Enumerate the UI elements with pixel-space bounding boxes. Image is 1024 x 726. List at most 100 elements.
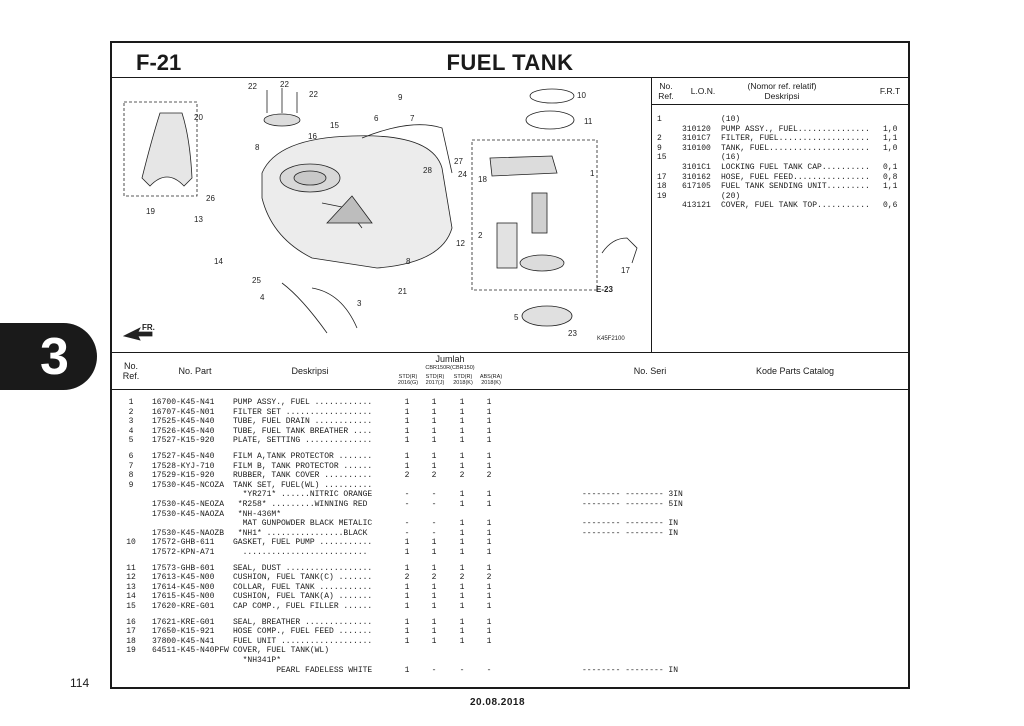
callout-3: 3	[357, 299, 362, 308]
cell-qty-2: 1	[431, 592, 437, 602]
ref-cell-desc: COVER, FUEL TANK TOP...........	[721, 201, 870, 211]
cell-qty-4: 1	[486, 582, 492, 592]
cell-qty-1: 1	[404, 563, 410, 573]
cover-group-box	[123, 101, 198, 197]
cell-qty-3: 1	[459, 582, 465, 592]
cell-qty-3: 1	[459, 519, 465, 529]
cell-qty-1: 1	[404, 407, 410, 417]
ref-cell-no: 17	[657, 172, 667, 182]
cell-no-seri: -------- -------- 5IN	[582, 500, 683, 509]
callout-28: 28	[423, 166, 432, 175]
ref-cell-frt: 1,0	[883, 124, 898, 134]
cell-description: *NH341P*	[233, 656, 282, 665]
ref-cell-no: 19	[657, 191, 667, 201]
cell-part-number: 17530-K45-NCOZA	[152, 480, 225, 490]
page-number: 114	[70, 676, 90, 690]
cell-qty-1: -	[404, 500, 410, 509]
cell-description: SEAL, DUST ..................	[233, 563, 373, 573]
cell-qty-2: 1	[431, 627, 437, 637]
cell-description: FILM A,TANK PROTECTOR .......	[233, 452, 373, 461]
cell-qty-3: 1	[459, 500, 465, 509]
fuel-pump	[531, 192, 548, 234]
cell-qty-2: 1	[431, 452, 437, 461]
cell-description: MAT GUNPOWDER BLACK METALIC	[233, 519, 373, 529]
parts-head-jumlah-sub: CBR150R(CBR150)	[425, 365, 475, 371]
cell-qty-4: 1	[486, 592, 492, 602]
ref-cell-frt: 0,6	[883, 201, 898, 211]
callout-6: 6	[374, 114, 379, 123]
fuel-pump-box	[471, 139, 598, 291]
cell-no-seri: -------- -------- 3IN	[582, 490, 683, 500]
cell-qty-4: 1	[486, 627, 492, 637]
cell-qty-3: 1	[459, 417, 465, 427]
callout-7: 7	[410, 114, 415, 123]
cell-qty-3: 1	[459, 602, 465, 611]
cell-qty-1: 1	[404, 548, 410, 557]
cell-part-number: 17529-K15-920	[152, 471, 215, 481]
cell-no-ref: 4	[128, 426, 134, 436]
cell-qty-3: 1	[459, 436, 465, 446]
gasket-fuel-pump	[529, 88, 575, 104]
cell-qty-4: 1	[486, 602, 492, 611]
cell-qty-4: 1	[486, 407, 492, 417]
cell-description: FUEL UNIT ...................	[233, 636, 373, 646]
cell-qty-4: 1	[486, 617, 492, 627]
exploded-diagram: 22 22 22 16 15 9 6 7 10 11 20 8 27 24 28…	[122, 80, 638, 342]
front-arrow-label: FR.	[142, 323, 155, 332]
ref-head-no: No. Ref.	[658, 81, 674, 101]
cell-description: HOSE COMP., FUEL FEED .......	[233, 627, 373, 637]
cell-qty-1: 1	[404, 592, 410, 602]
ref-row: 1(10)	[655, 115, 905, 124]
fuel-filter	[496, 222, 518, 269]
ref-row: 413121 COVER, FUEL TANK TOP........... 0,6	[655, 201, 905, 210]
table-row: 17572-KPN-A71 ..........................…	[116, 548, 896, 557]
cell-qty-1: 1	[404, 436, 410, 446]
parts-head-q4: ABS(RA) 2018(K)	[479, 374, 503, 386]
ref-cell-no: 2	[657, 134, 662, 144]
ref-cell-desc: LOCKING FUEL TANK CAP..........	[721, 163, 870, 172]
ref-cell-lon: 413121	[682, 201, 711, 211]
cell-qty-4: 1	[486, 426, 492, 436]
ref-cell-no: 18	[657, 182, 667, 192]
cell-qty-2: 1	[431, 636, 437, 646]
cell-no-ref: 10	[126, 538, 136, 548]
cell-description: TUBE, FUEL DRAIN ............	[233, 417, 373, 427]
cell-qty-4: 1	[486, 490, 492, 500]
cell-qty-4: -	[486, 665, 492, 675]
cell-description: TANK SET, FUEL(WL) ..........	[233, 480, 373, 490]
cell-qty-2: 2	[431, 471, 437, 481]
callout-8b: 8	[406, 257, 411, 266]
divider-diagram-ref	[651, 77, 652, 353]
callout-14: 14	[214, 257, 223, 266]
cell-description: ..........................	[233, 548, 368, 557]
breather-tube	[281, 282, 328, 334]
catalog-frame	[110, 41, 910, 689]
parts-head-seri: No. Seri	[633, 366, 667, 376]
cell-qty-1: -	[404, 528, 410, 538]
callout-21a: 21	[398, 287, 407, 296]
cell-description: FILM B, TANK PROTECTOR ......	[233, 461, 373, 471]
ref-cell-desc: PUMP ASSY., FUEL...............	[721, 124, 870, 134]
divider-header	[111, 77, 909, 78]
cell-qty-2: 2	[431, 573, 437, 583]
ref-cell-desc: FILTER, FUEL...................	[721, 134, 870, 144]
cell-qty-4: 1	[486, 538, 492, 548]
cell-part-number: 64511-K45-N40PFW	[152, 646, 229, 656]
cell-no-ref: 6	[128, 452, 134, 461]
callout-26: 26	[206, 194, 215, 203]
cell-description: PLATE, SETTING ..............	[233, 436, 373, 446]
cell-qty-2: 1	[431, 461, 437, 471]
cell-qty-3: 1	[459, 407, 465, 417]
parts-head-kode: Kode Parts Catalog	[755, 366, 835, 376]
